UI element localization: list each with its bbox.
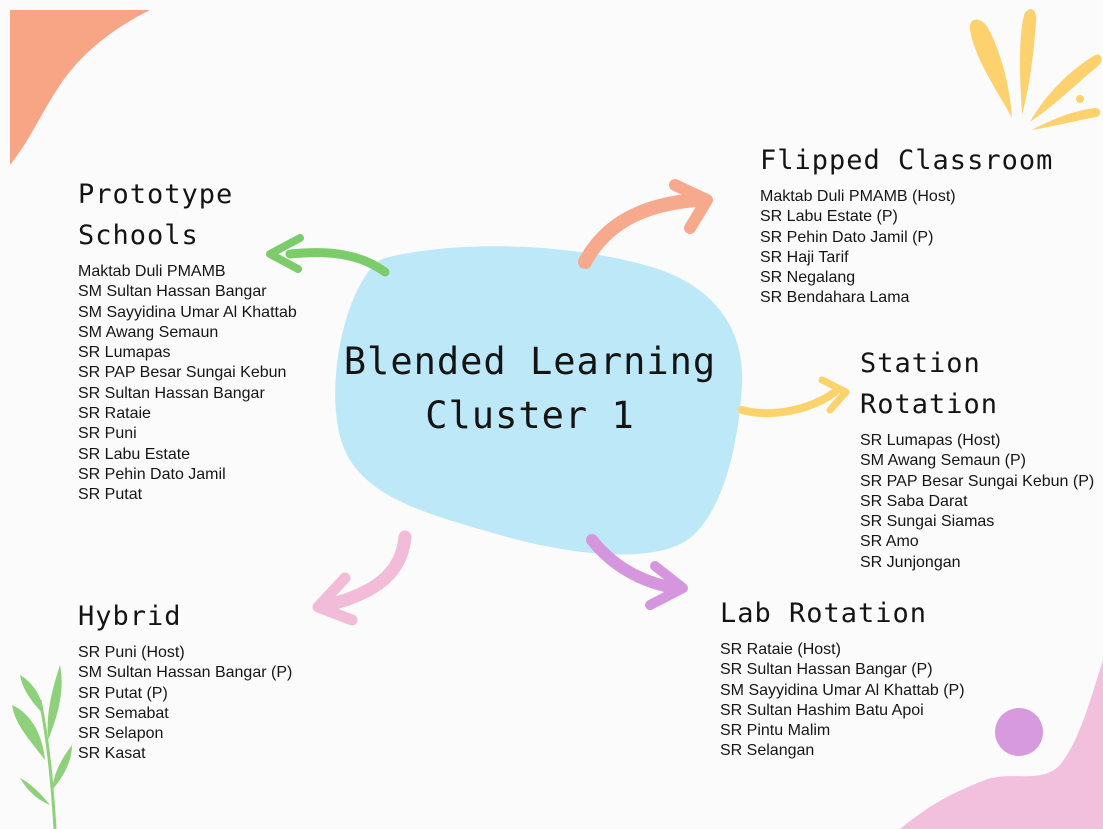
list-item: SR Junjongan: [860, 553, 961, 571]
list-item: SR Pintu Malim: [720, 722, 831, 740]
prototype-list: Maktab Duli PMAMB SM Sultan Hassan Bangar…: [78, 262, 297, 506]
list-item: SR Sultan Hashim Batu Apoi: [720, 701, 924, 719]
list-item: SR Haji Tarif: [760, 248, 849, 266]
flipped-title: Flipped Classroom: [760, 145, 1054, 176]
list-item: SR Selapon: [78, 725, 164, 743]
list-item: SR Labu Estate: [78, 445, 191, 463]
list-item: SR Kasat: [78, 745, 146, 763]
arrow-station: [738, 376, 850, 418]
prototype-title: Prototype Schools: [78, 179, 234, 251]
hybrid-list: SR Puni (Host) SM Sultan Hassan Bangar (P…: [78, 643, 292, 765]
corner-pink-shape: [900, 660, 1103, 829]
list-item: SR PAP Besar Sungai Kebun: [78, 364, 287, 382]
list-item: SR Negalang: [760, 269, 856, 287]
list-item: SR Lumapas (Host): [860, 432, 1001, 449]
flipped-list: Maktab Duli PMAMB (Host) SR Labu Estate (…: [760, 187, 1053, 309]
station-list: SR Lumapas (Host) SM Awang Semaun (P) SR P…: [860, 431, 1094, 573]
list-item: SR Semabat: [78, 704, 169, 722]
list-item: SR Selangan: [720, 742, 815, 760]
list-item: SR Puni (Host): [78, 644, 185, 661]
lab-list: SR Rataie (Host) SR Sultan Hassan Bangar …: [720, 640, 965, 762]
hybrid-title: Hybrid: [78, 601, 182, 632]
arrow-flipped: [578, 179, 713, 269]
list-item: SR Amo: [860, 533, 919, 551]
arrow-prototype: [266, 234, 390, 277]
list-item: SR Bendahara Lama: [760, 289, 910, 307]
list-item: SR Sultan Hassan Bangar (P): [720, 661, 933, 679]
list-item: SR Saba Darat: [860, 492, 968, 510]
list-item: SR Labu Estate (P): [760, 208, 898, 226]
hybrid-group: Hybrid SR Puni (Host) SM Sultan Hassan Ba…: [78, 596, 292, 765]
list-item: SR Putat: [78, 486, 143, 504]
lab-rotation-group: Lab Rotation SR Rataie (Host) SR Sultan H…: [720, 593, 965, 762]
list-item: SR Sungai Siamas: [860, 513, 995, 531]
corner-orange-shape: [10, 10, 150, 165]
prototype-schools-group: Prototype Schools Maktab Duli PMAMB SM Su…: [78, 174, 297, 506]
flipped-classroom-group: Flipped Classroom Maktab Duli PMAMB (Hos…: [760, 140, 1053, 309]
list-item: SM Awang Semaun: [78, 323, 219, 341]
list-item: SR Sultan Hassan Bangar: [78, 384, 265, 402]
list-item: SR Pehin Dato Jamil (P): [760, 228, 934, 246]
list-item: SR PAP Besar Sungai Kebun (P): [860, 472, 1095, 490]
arrow-hybrid: [312, 530, 412, 626]
arrow-lab: [586, 534, 688, 610]
list-item: Maktab Duli PMAMB (Host): [760, 188, 956, 205]
leaf-branch: [12, 665, 72, 829]
station-rotation-group: Station Rotation SR Lumapas (Host) SM Awa…: [860, 343, 1094, 573]
list-item: SM Sayyidina Umar Al Khattab: [78, 303, 297, 321]
list-item: SR Pehin Dato Jamil: [78, 465, 226, 483]
list-item: Maktab Duli PMAMB: [78, 263, 226, 280]
purple-dot: [995, 708, 1043, 756]
list-item: SR Lumapas: [78, 344, 171, 362]
station-title: Station Rotation: [860, 348, 999, 420]
list-item: SM Sayyidina Umar Al Khattab (P): [720, 681, 965, 699]
list-item: SR Putat (P): [78, 684, 168, 702]
list-item: SM Sultan Hassan Bangar (P): [78, 664, 293, 682]
list-item: SR Rataie: [78, 405, 151, 423]
corner-yellow-splash: [969, 9, 1102, 130]
list-item: SM Awang Semaun (P): [860, 452, 1027, 470]
lab-title: Lab Rotation: [720, 598, 928, 629]
list-item: SR Rataie (Host): [720, 641, 841, 658]
center-blob: [335, 246, 743, 555]
list-item: SR Puni: [78, 425, 137, 443]
list-item: SM Sultan Hassan Bangar: [78, 283, 267, 301]
